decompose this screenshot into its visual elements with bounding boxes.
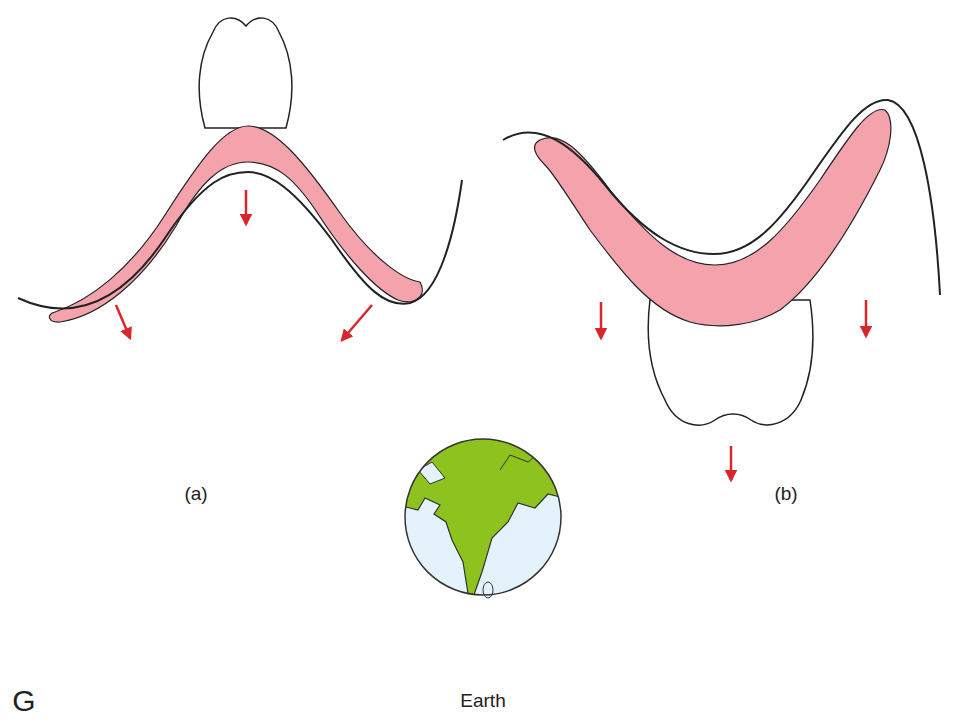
- denture-base: [535, 109, 891, 325]
- part-label: (a): [184, 484, 207, 503]
- force-arrow: [600, 302, 603, 338]
- force-arrow: [730, 446, 733, 480]
- tooth: [199, 18, 292, 128]
- figure-letter: G: [12, 686, 35, 716]
- globe-outline: [405, 439, 561, 595]
- force-arrow: [865, 300, 868, 336]
- force-arrow: [116, 305, 130, 338]
- upper-denture: [18, 18, 462, 340]
- part-label: (b): [774, 484, 797, 503]
- earth-globe: [398, 430, 572, 606]
- force-arrow: [245, 190, 248, 224]
- caption-label: Earth: [460, 691, 505, 710]
- denture-base: [49, 126, 422, 322]
- landmass: [398, 430, 572, 606]
- sea-inlet: [418, 462, 445, 484]
- lower-denture: [503, 100, 940, 480]
- force-arrow: [342, 305, 372, 340]
- ridge-line: [18, 172, 462, 308]
- ridge-line: [503, 100, 940, 295]
